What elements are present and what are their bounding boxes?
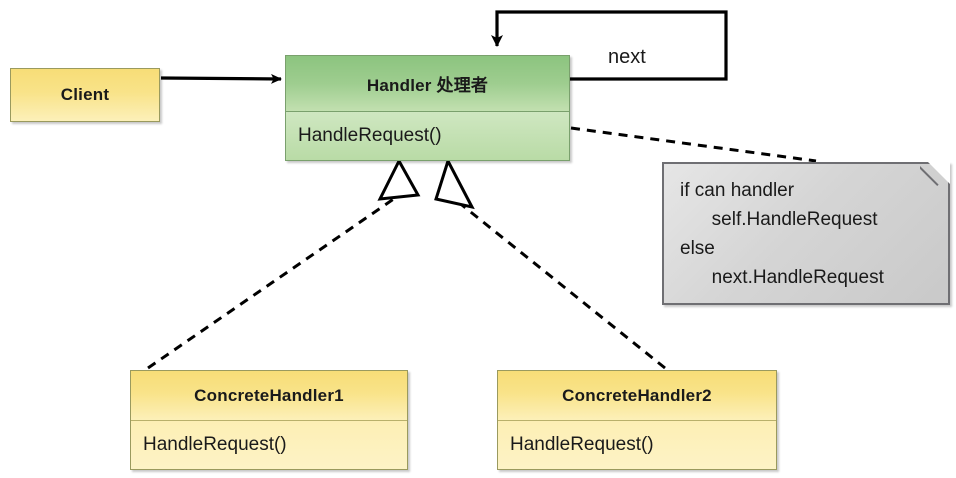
edge-concrete1-realizes-handler	[147, 157, 421, 370]
class-box-concretehandler2[interactable]: ConcreteHandler2 HandleRequest()	[497, 370, 777, 470]
edge-client-to-handler	[160, 73, 282, 84]
class-name-client: Client	[11, 69, 159, 121]
class-name-concretehandler1: ConcreteHandler1	[131, 371, 407, 421]
edge-concrete2-realizes-handler	[434, 157, 666, 370]
class-operation-concretehandler2-handlerequest: HandleRequest()	[498, 421, 776, 469]
class-box-client[interactable]: Client	[10, 68, 160, 122]
edge-handler-to-note	[570, 126, 817, 163]
association-label-next: next	[608, 46, 646, 68]
class-operation-concretehandler1-handlerequest: HandleRequest()	[131, 421, 407, 469]
note-text: if can handler self.HandleRequest else n…	[680, 180, 884, 288]
class-name-concretehandler2: ConcreteHandler2	[498, 371, 776, 421]
note-box-handlerequest-pseudocode[interactable]: if can handler self.HandleRequest else n…	[662, 162, 950, 305]
class-operation-handler-handlerequest: HandleRequest()	[286, 112, 569, 160]
class-name-handler: Handler 处理者	[286, 56, 569, 112]
class-box-handler[interactable]: Handler 处理者 HandleRequest()	[285, 55, 570, 161]
class-box-concretehandler1[interactable]: ConcreteHandler1 HandleRequest()	[130, 370, 408, 470]
